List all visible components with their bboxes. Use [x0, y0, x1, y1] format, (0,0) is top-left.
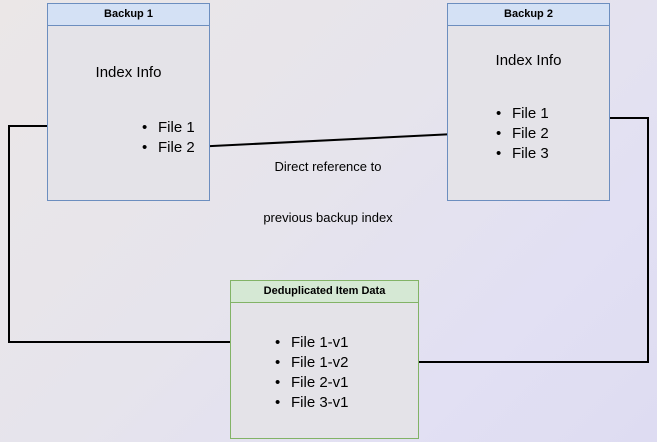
- box-backup-2-title: Backup 2: [448, 4, 609, 26]
- box-backup-2[interactable]: Backup 2 Index Info File 1 File 2 File 3: [447, 3, 610, 201]
- edge-label-line-2: previous backup index: [263, 210, 393, 225]
- list-item: File 2: [496, 124, 549, 144]
- list-item: File 1-v2: [275, 353, 349, 373]
- edge-label-line-1: Direct reference to: [274, 159, 382, 174]
- box-backup-1-item-list: File 1 File 2: [142, 118, 195, 158]
- list-item: File 1: [142, 118, 195, 138]
- box-backup-1-title: Backup 1: [48, 4, 209, 26]
- box-backup-2-item-list: File 1 File 2 File 3: [496, 104, 549, 164]
- box-dedup-title: Deduplicated Item Data: [231, 281, 418, 303]
- edge-label-direct-reference: Direct reference to previous backup inde…: [248, 124, 408, 260]
- list-item: File 2-v1: [275, 373, 349, 393]
- box-backup-1[interactable]: Backup 1 Index Info File 1 File 2: [47, 3, 210, 201]
- list-item: File 1-v1: [275, 333, 349, 353]
- list-item: File 1: [496, 104, 549, 124]
- list-item: File 3: [496, 144, 549, 164]
- box-deduplicated-item-data[interactable]: Deduplicated Item Data File 1-v1 File 1-…: [230, 280, 419, 439]
- list-item: File 2: [142, 138, 195, 158]
- box-backup-2-subtitle: Index Info: [495, 52, 562, 69]
- box-dedup-item-list: File 1-v1 File 1-v2 File 2-v1 File 3-v1: [275, 333, 349, 413]
- box-backup-1-subtitle: Index Info: [95, 64, 162, 81]
- list-item: File 3-v1: [275, 393, 349, 413]
